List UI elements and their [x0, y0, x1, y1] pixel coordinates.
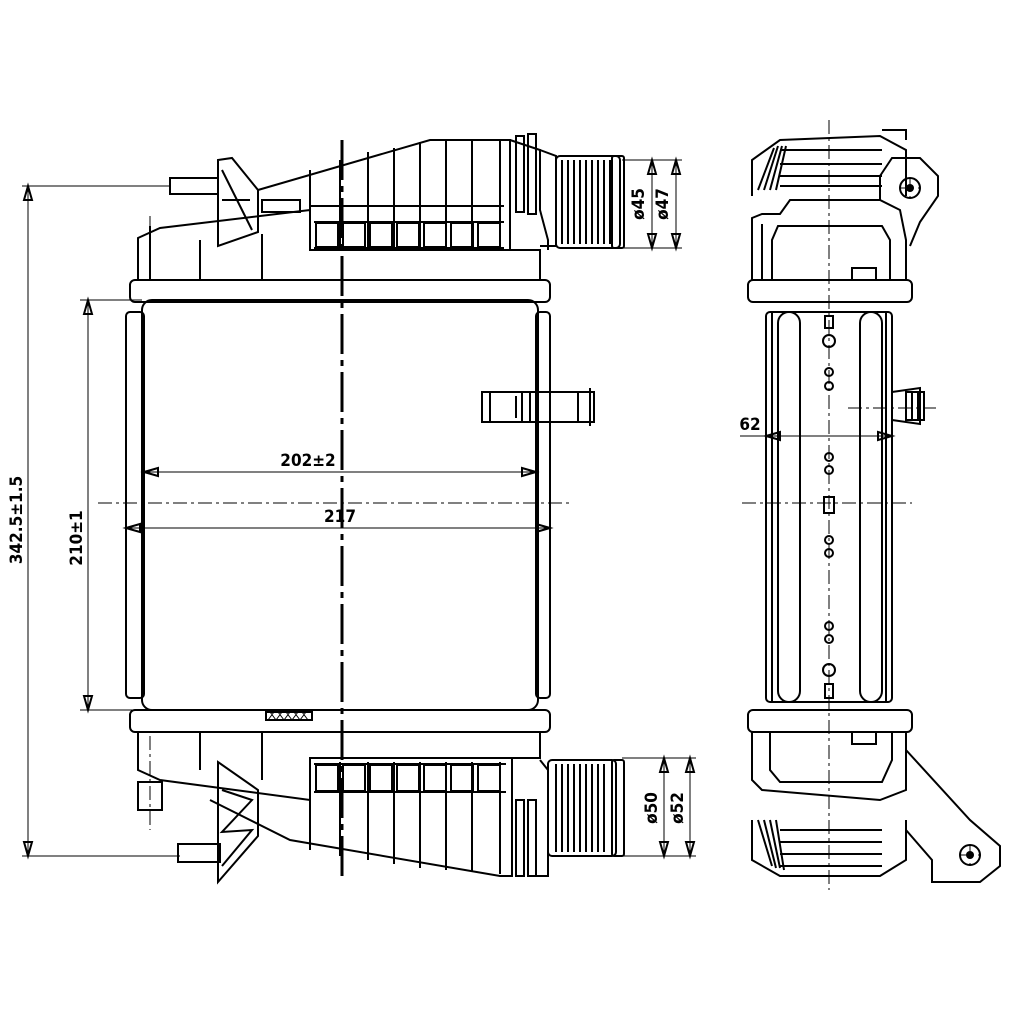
- outlet-outer-dia-label: ø52: [668, 792, 688, 824]
- core-outline: [125, 279, 551, 733]
- depth-label: 62: [739, 415, 760, 435]
- outlet-pipe: [547, 759, 625, 857]
- inlet-outer-dia-label: ø47: [653, 188, 673, 220]
- inlet-inner-dia-label: ø45: [629, 188, 649, 220]
- lower-tank: [137, 711, 549, 885]
- outlet-inner-dia-label: ø50: [642, 792, 662, 824]
- front-view: [22, 133, 696, 885]
- sensor-fitting: [481, 388, 595, 426]
- upper-tank: [137, 133, 557, 280]
- core-height-label: 210±1: [67, 510, 87, 565]
- overall-height-label: 342.5±1.5: [7, 476, 27, 564]
- side-view: [740, 120, 1001, 890]
- core-width-inner-label: 202±2: [280, 451, 335, 471]
- core-width-outer-label: 217: [324, 507, 356, 527]
- dimension-lines: [22, 156, 696, 860]
- inlet-pipe: [555, 155, 625, 249]
- dimension-labels: 342.5±1.5 210±1 202±2 217 62 ø45 ø47 ø50…: [7, 188, 761, 824]
